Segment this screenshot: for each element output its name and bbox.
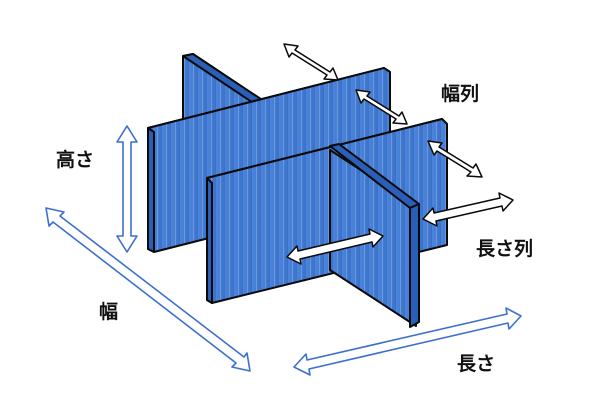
dimension-arrows	[45, 43, 522, 376]
label-width: 幅	[99, 300, 118, 323]
label-length-rows: 長さ列	[476, 238, 533, 260]
label-width-rows: 幅列	[441, 82, 479, 105]
width-rows-arrow-top-icon	[283, 43, 339, 81]
length-arrow-icon	[293, 307, 522, 376]
length-rows-arrow-inner-icon	[286, 228, 384, 265]
height-arrow-icon	[116, 125, 138, 253]
width-arrow-icon	[45, 207, 251, 372]
label-height: 高さ	[56, 148, 94, 171]
length-rows-arrow-right-icon	[422, 192, 514, 227]
label-length: 長さ	[457, 353, 495, 375]
partition-assembly	[147, 53, 448, 328]
width-rows-arrow-lower-icon	[427, 140, 483, 178]
width-rows-arrow-middle-icon	[355, 89, 408, 125]
